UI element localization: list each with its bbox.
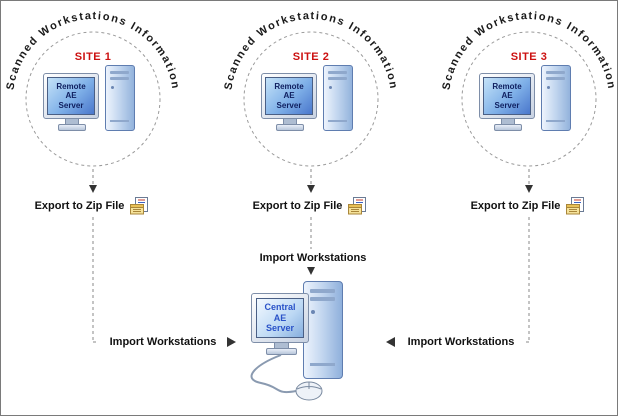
mouse-cable — [250, 354, 297, 393]
pc-monitor-icon: Remote AE Server — [479, 73, 535, 119]
site-1-group: Scanned Workstations Information SITE 1 … — [1, 1, 193, 233]
central-monitor-icon: Central AE Server — [251, 293, 309, 343]
middle-import-arrow-icon — [307, 267, 315, 275]
site-3-group: Scanned Workstations Information SITE 3 … — [429, 1, 617, 233]
screen-line: Central — [264, 301, 296, 312]
import-label-right: Import Workstations — [397, 335, 525, 349]
pc-tower-icon — [105, 65, 135, 131]
site1-down-arrow-icon — [89, 185, 97, 193]
pc-tower-icon — [541, 65, 571, 131]
monitor-base — [58, 124, 86, 131]
export-label: Export to Zip File — [252, 200, 343, 212]
zip-file-icon — [566, 197, 585, 215]
import-label-middle: Import Workstations — [249, 251, 377, 265]
screen-line: AE — [273, 312, 287, 323]
export-row-3: Export to Zip File — [429, 196, 617, 216]
central-server-group: Central AE Server — [239, 277, 399, 415]
screen-line: Server — [494, 100, 520, 110]
site-2-group: Scanned Workstations Information SITE 2 … — [211, 1, 411, 233]
screen-line: AE — [65, 91, 77, 101]
remote-server-pc-3: Remote AE Server — [479, 65, 579, 145]
screen-line: Remote — [56, 81, 86, 91]
right-import-arrow-icon — [386, 337, 395, 347]
site-3-label: SITE 3 — [510, 51, 548, 63]
pc-monitor-icon: Remote AE Server — [261, 73, 317, 119]
screen-line: Server — [58, 100, 84, 110]
screen-line: Server — [265, 323, 295, 334]
monitor-screen: Remote AE Server — [265, 77, 313, 115]
screen-line: Remote — [492, 81, 522, 91]
dashed-circle — [243, 31, 379, 167]
pc-tower-icon — [323, 65, 353, 131]
remote-server-pc-2: Remote AE Server — [261, 65, 361, 145]
monitor-base — [494, 124, 522, 131]
mouse-icon — [250, 354, 323, 401]
site2-down-arrow-icon — [307, 185, 315, 193]
central-tower-icon — [303, 281, 343, 379]
import-label-left: Import Workstations — [99, 335, 227, 349]
site3-down-arrow-icon — [525, 185, 533, 193]
export-row-1: Export to Zip File — [1, 196, 193, 216]
dashed-circle — [25, 31, 161, 167]
central-screen: Central AE Server — [256, 298, 304, 338]
monitor-screen: Remote AE Server — [47, 77, 95, 115]
pc-monitor-icon: Remote AE Server — [43, 73, 99, 119]
screen-line: AE — [283, 91, 295, 101]
screen-line: AE — [501, 91, 513, 101]
export-row-2: Export to Zip File — [211, 196, 411, 216]
screen-line: Remote — [274, 81, 304, 91]
screen-line: Server — [276, 100, 302, 110]
zip-file-icon — [348, 197, 367, 215]
export-label: Export to Zip File — [470, 200, 561, 212]
dashed-circle — [461, 31, 597, 167]
site-1-label: SITE 1 — [74, 51, 112, 63]
export-label: Export to Zip File — [34, 200, 125, 212]
site-2-label: SITE 2 — [292, 51, 330, 63]
monitor-screen: Remote AE Server — [483, 77, 531, 115]
monitor-base — [276, 124, 304, 131]
monitor-base — [266, 348, 297, 355]
mouse-buttons — [296, 382, 322, 390]
remote-server-pc-1: Remote AE Server — [43, 65, 143, 145]
left-import-arrow-icon — [227, 337, 236, 347]
zip-file-icon — [130, 197, 149, 215]
